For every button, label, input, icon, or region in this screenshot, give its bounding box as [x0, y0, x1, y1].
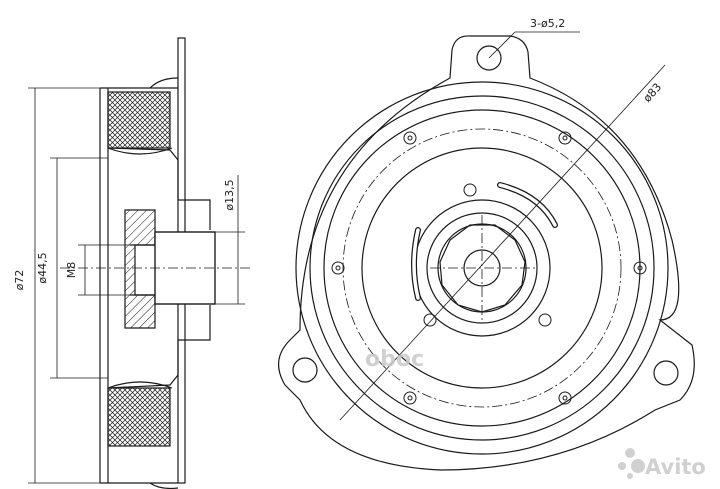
dim-thread: M8	[65, 262, 78, 279]
watermark-oboc: oboc	[365, 347, 424, 372]
side-section-view	[99, 37, 216, 489]
side-dimensions	[28, 87, 245, 484]
front-dimensions	[339, 31, 666, 421]
hub-section	[124, 209, 216, 329]
bolt-holes	[331, 131, 647, 405]
rubber-insert-top	[107, 91, 173, 155]
rubber-insert-bottom	[107, 381, 173, 447]
mounting-hole-top	[476, 45, 502, 71]
mounting-hole-left	[292, 357, 318, 383]
dim-holes: 3-ø5,2	[530, 17, 565, 30]
front-centerlines	[342, 128, 622, 408]
svg-text:Avito: Avito	[645, 455, 706, 479]
watermark-avito: Avito	[618, 448, 706, 479]
mounting-hole-right	[653, 360, 679, 386]
dim-hub-dia: ø44,5	[36, 252, 49, 283]
dim-outer-dia: ø83	[641, 81, 665, 105]
avito-logo-icon	[618, 448, 645, 479]
svg-text:oboc: oboc	[365, 347, 424, 372]
spline-hub	[439, 224, 526, 313]
dim-body-dia: ø72	[13, 270, 26, 291]
dim-shaft-dia: ø13,5	[223, 179, 236, 210]
flange-outline	[278, 35, 695, 471]
